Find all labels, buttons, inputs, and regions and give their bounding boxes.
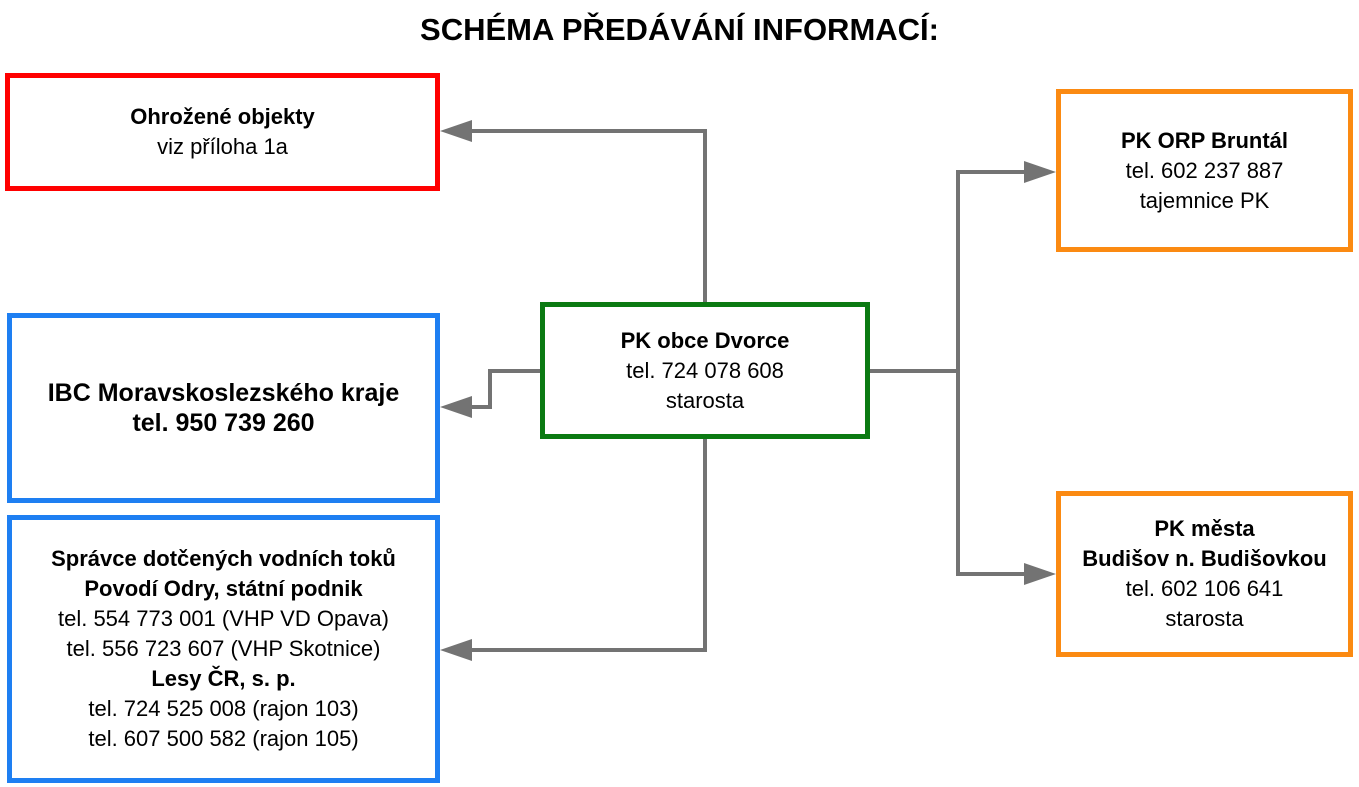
threatened-objects-note: viz příloha 1a (157, 134, 288, 159)
arrowhead-to-water (440, 639, 472, 661)
povodi-odry-heading: Povodí Odry, státní podnik (84, 576, 363, 601)
orp-bruntal-role: tajemnice PK (1139, 187, 1270, 213)
connector-to-water (470, 439, 707, 652)
ibc-box: IBC Moravskoslezského kraje tel. 950 739… (7, 313, 440, 503)
arrowhead-to-city (1024, 563, 1056, 585)
lesy-phone-105: tel. 607 500 582 (rajon 105) (88, 726, 359, 751)
arrowhead-to-ibc (440, 396, 472, 418)
orp-bruntal-phone: tel. 602 237 887 (1125, 157, 1284, 183)
city-budisov-phone: tel. 602 106 641 (1125, 576, 1284, 601)
water-managers-heading: Správce dotčených vodních toků (51, 546, 396, 571)
connector-to-city (956, 371, 1026, 576)
center-phone: tel. 724 078 608 (626, 357, 784, 383)
ibc-phone: tel. 950 739 260 (132, 409, 315, 437)
connector-to-orp (870, 170, 1026, 373)
lesy-cr-heading: Lesy ČR, s. p. (151, 666, 296, 691)
connector-to-ibc (470, 369, 540, 409)
ibc-title: IBC Moravskoslezského kraje (47, 379, 400, 407)
center-box: PK obce Dvorce tel. 724 078 608 starosta (540, 302, 870, 439)
lesy-phone-103: tel. 724 525 008 (rajon 103) (88, 696, 359, 721)
arrowhead-to-threatened (440, 120, 472, 142)
connector-to-threatened (470, 129, 707, 302)
arrowhead-to-orp (1024, 161, 1056, 183)
center-title: PK obce Dvorce (620, 327, 790, 353)
threatened-objects-box: Ohrožené objekty viz příloha 1a (5, 73, 440, 191)
city-budisov-role: starosta (1165, 606, 1244, 631)
city-budisov-title-2: Budišov n. Budišovkou (1082, 546, 1327, 571)
povodi-phone-skotnice: tel. 556 723 607 (VHP Skotnice) (66, 636, 381, 661)
threatened-objects-title: Ohrožené objekty (130, 104, 315, 129)
povodi-phone-opava: tel. 554 773 001 (VHP VD Opava) (57, 606, 389, 631)
diagram-title: SCHÉMA PŘEDÁVÁNÍ INFORMACÍ: (420, 12, 939, 47)
orp-bruntal-box: PK ORP Bruntál tel. 602 237 887 tajemnic… (1056, 89, 1353, 252)
city-budisov-title-1: PK města (1154, 516, 1255, 541)
orp-bruntal-title: PK ORP Bruntál (1120, 127, 1289, 153)
center-role: starosta (665, 387, 745, 413)
city-budisov-box: PK města Budišov n. Budišovkou tel. 602 … (1056, 491, 1353, 657)
water-managers-box: Správce dotčených vodních toků Povodí Od… (7, 515, 440, 783)
